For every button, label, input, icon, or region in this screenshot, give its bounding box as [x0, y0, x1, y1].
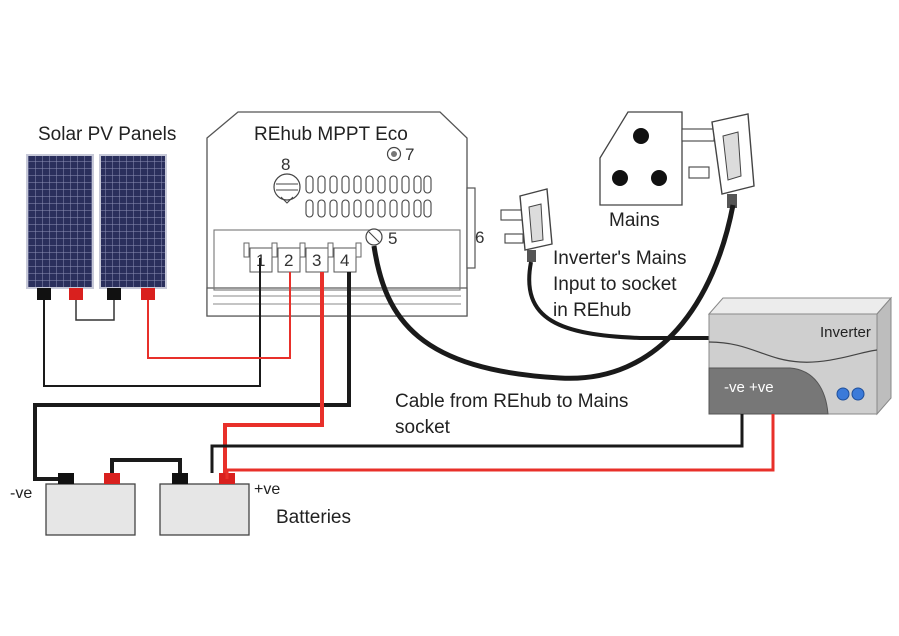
solar-panel-group: [26, 154, 167, 321]
dial-icon: [273, 173, 301, 204]
battery-positive-to-terminal-3-wire: [223, 272, 324, 473]
inverter-unit: [707, 296, 893, 416]
panel-right-negative-terminal: [107, 288, 121, 300]
controller-base-lines: [213, 295, 461, 305]
battery-left: [45, 473, 136, 536]
mains-socket-icon: [599, 111, 683, 206]
rehub-mains-plug-icon: [681, 113, 755, 208]
callout-7: 7: [405, 145, 414, 164]
inverter-led-left: [836, 387, 850, 401]
terminal-number-3: 3: [312, 251, 321, 270]
inverter-negative-wire: [210, 414, 744, 473]
mains-cable-gland-icon: [365, 228, 383, 246]
inverter-terminals-label: -ve +ve: [724, 379, 774, 396]
battery-right-negative-terminal: [172, 473, 188, 484]
controller-terminal-block: [213, 229, 461, 291]
battery-left-negative-terminal: [58, 473, 74, 484]
batteries-label: Batteries: [276, 507, 351, 528]
callout-8: 8: [281, 155, 290, 174]
inverter-led-right: [851, 387, 865, 401]
inverter-divider-line: [708, 341, 878, 363]
inverter-input-label-line2: Input to socket: [553, 274, 677, 295]
inverter-label: Inverter: [820, 324, 871, 341]
inverter-input-cable: [527, 261, 740, 340]
solar-panel-right: [99, 154, 167, 289]
terminal-clips: [243, 242, 362, 258]
vent-slots-lower: [305, 199, 432, 218]
battery-right: [159, 473, 250, 536]
rehub-to-mains-cable: [371, 204, 736, 381]
terminal-number-2: 2: [284, 251, 293, 270]
controller-side-bracket: [466, 187, 476, 269]
callout-5: 5: [388, 229, 397, 248]
inverter-terminal-panel: [708, 367, 829, 415]
panel-negative-to-terminal-1-wire: [43, 258, 261, 387]
panel-positive-to-terminal-2-wire: [147, 272, 291, 359]
battery-negative-label: -ve: [10, 485, 32, 502]
controller-label: REhub MPPT Eco: [254, 124, 408, 145]
led-indicator-icon: [386, 146, 402, 162]
controller-base: [206, 287, 468, 317]
inverter-input-label-line1: Inverter's Mains: [553, 248, 687, 269]
panel-left-positive-terminal: [69, 288, 83, 300]
battery-negative-to-terminal-4-wire: [33, 272, 351, 481]
panel-series-link: [75, 300, 115, 321]
panel-right-positive-terminal: [141, 288, 155, 300]
solar-panel-left: [26, 154, 94, 289]
inverter-positive-wire: [225, 414, 775, 479]
cable-label-line1: Cable from REhub to Mains: [395, 391, 628, 412]
battery-positive-label: +ve: [254, 481, 280, 498]
battery-left-positive-terminal: [104, 473, 120, 484]
rehub-controller: [206, 111, 476, 317]
panel-left-negative-terminal: [37, 288, 51, 300]
cable-label-line2: socket: [395, 417, 451, 438]
vent-slots-upper: [305, 175, 432, 194]
inverter-top-face: [707, 297, 893, 315]
inverter-input-plug-icon: [500, 188, 553, 262]
inverter-input-label-line3: in REhub: [553, 300, 631, 321]
mains-label: Mains: [609, 210, 660, 231]
battery-series-link: [110, 458, 182, 473]
inverter-side-face: [876, 296, 892, 416]
callout-6: 6: [475, 228, 484, 247]
solar-panels-label: Solar PV Panels: [38, 124, 176, 145]
terminal-number-4: 4: [340, 251, 349, 270]
